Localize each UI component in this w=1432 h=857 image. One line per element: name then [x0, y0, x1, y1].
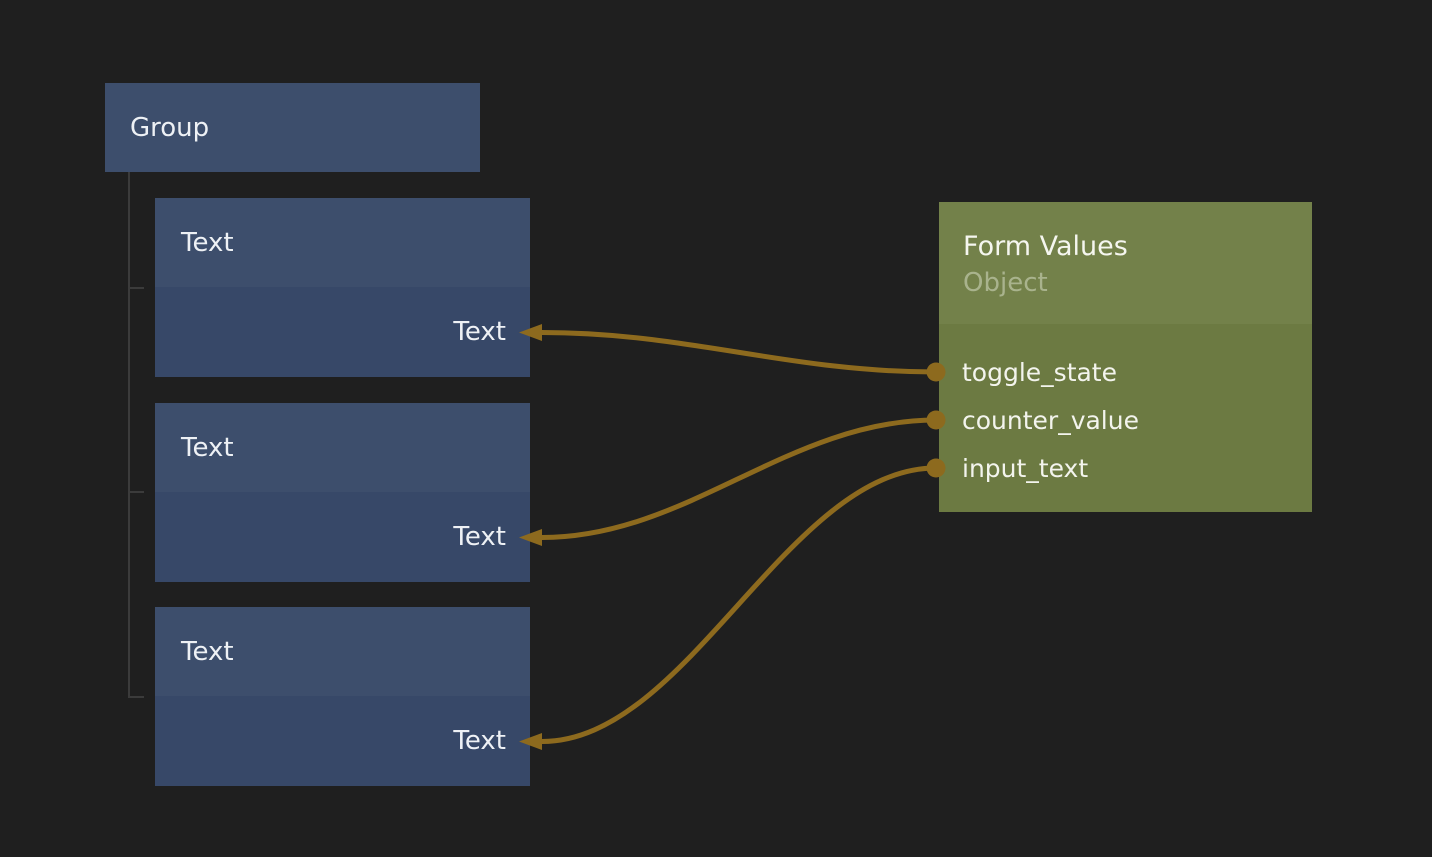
- text-node-2-input-socket[interactable]: Text: [155, 492, 530, 582]
- text-node-1-input-label: Text: [453, 317, 506, 347]
- form-values-node-subtitle: Object: [963, 268, 1048, 298]
- text-node-3[interactable]: Text Text: [155, 607, 530, 786]
- text-node-3-title: Text: [181, 636, 234, 667]
- output-label-input-text: input_text: [962, 453, 1089, 483]
- text-node-1[interactable]: Text Text: [155, 198, 530, 377]
- form-values-node[interactable]: Form Values Object toggle_state counter_…: [939, 202, 1312, 512]
- output-label-counter-value: counter_value: [962, 405, 1139, 435]
- form-values-node-header[interactable]: Form Values Object: [939, 202, 1312, 324]
- group-node[interactable]: Group: [105, 83, 480, 172]
- text-node-2-header[interactable]: Text: [155, 403, 530, 492]
- text-node-1-input-socket[interactable]: Text: [155, 287, 530, 377]
- text-node-3-input-label: Text: [453, 726, 506, 756]
- output-row-toggle-state[interactable]: toggle_state: [939, 348, 1312, 396]
- output-row-counter-value[interactable]: counter_value: [939, 396, 1312, 444]
- text-node-2[interactable]: Text Text: [155, 403, 530, 582]
- text-node-3-header[interactable]: Text: [155, 607, 530, 696]
- text-node-1-header[interactable]: Text: [155, 198, 530, 287]
- text-node-2-input-label: Text: [453, 522, 506, 552]
- text-node-3-input-socket[interactable]: Text: [155, 696, 530, 786]
- output-row-input-text[interactable]: input_text: [939, 444, 1312, 492]
- form-values-node-body: toggle_state counter_value input_text: [939, 324, 1312, 512]
- tree-connector-line: [128, 172, 130, 698]
- tree-connector-tick: [128, 287, 144, 289]
- text-node-2-title: Text: [181, 432, 234, 463]
- text-node-1-title: Text: [181, 227, 234, 258]
- tree-connector-tick: [128, 696, 144, 698]
- connection-input_text[interactable]: [539, 465, 939, 744]
- connection-counter_value[interactable]: [539, 417, 939, 540]
- output-label-toggle-state: toggle_state: [962, 357, 1117, 387]
- tree-connector-tick: [128, 491, 144, 493]
- group-node-title: Group: [130, 112, 210, 143]
- form-values-node-title: Form Values: [963, 231, 1128, 262]
- connection-toggle_state[interactable]: [539, 330, 939, 375]
